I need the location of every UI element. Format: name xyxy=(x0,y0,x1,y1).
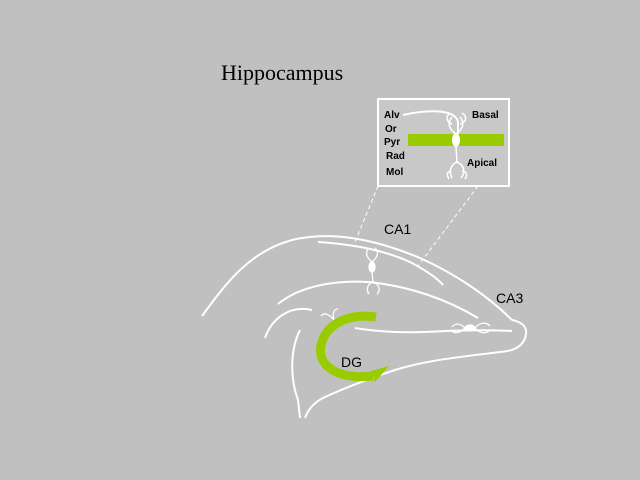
dentate-layer-tip xyxy=(371,366,389,382)
pyramidal-axon xyxy=(402,110,459,134)
region-label-dg: DG xyxy=(341,354,362,370)
granule-dendrites xyxy=(320,308,339,321)
region-label-ca3: CA3 xyxy=(496,290,523,306)
ca3-inner-line xyxy=(354,327,513,334)
apical-dendrites xyxy=(446,146,468,180)
granule-cell xyxy=(320,308,339,321)
dentate-granule-layer xyxy=(316,311,377,382)
layer-label-or: Or xyxy=(385,124,397,135)
layer-inset: Alv Or Pyr Rad Mol Basal Apical xyxy=(377,98,510,187)
ca1-dendrites xyxy=(365,247,380,295)
region-label-ca1: CA1 xyxy=(384,221,411,237)
ca3-soma xyxy=(464,324,476,332)
ventral-contour xyxy=(304,350,509,419)
inset-guide-right xyxy=(417,185,479,267)
apical-label: Apical xyxy=(467,158,497,169)
outer-contour xyxy=(201,235,513,321)
layer-label-mol: Mol xyxy=(386,167,403,178)
pyramidal-soma xyxy=(452,133,460,147)
basal-dendrites xyxy=(446,112,467,135)
basal-label: Basal xyxy=(472,110,499,121)
ca1-soma xyxy=(368,261,376,273)
ca1-neuron xyxy=(365,247,380,295)
layer-label-pyr: Pyr xyxy=(384,137,400,148)
inset-guide-left xyxy=(354,185,379,243)
ca3-tip xyxy=(507,319,528,352)
ca3-dendrites xyxy=(451,322,491,334)
alveus-line xyxy=(317,241,444,286)
layer-label-alv: Alv xyxy=(384,110,400,121)
dentate-inner-contour xyxy=(264,307,313,339)
hippocampus-outline xyxy=(201,235,528,419)
layer-label-rad: Rad xyxy=(386,151,405,162)
ca3-neuron xyxy=(451,322,491,334)
slide-title: Hippocampus xyxy=(221,60,343,85)
lower-left-contour xyxy=(291,329,301,419)
hippocampal-fissure xyxy=(277,280,479,319)
